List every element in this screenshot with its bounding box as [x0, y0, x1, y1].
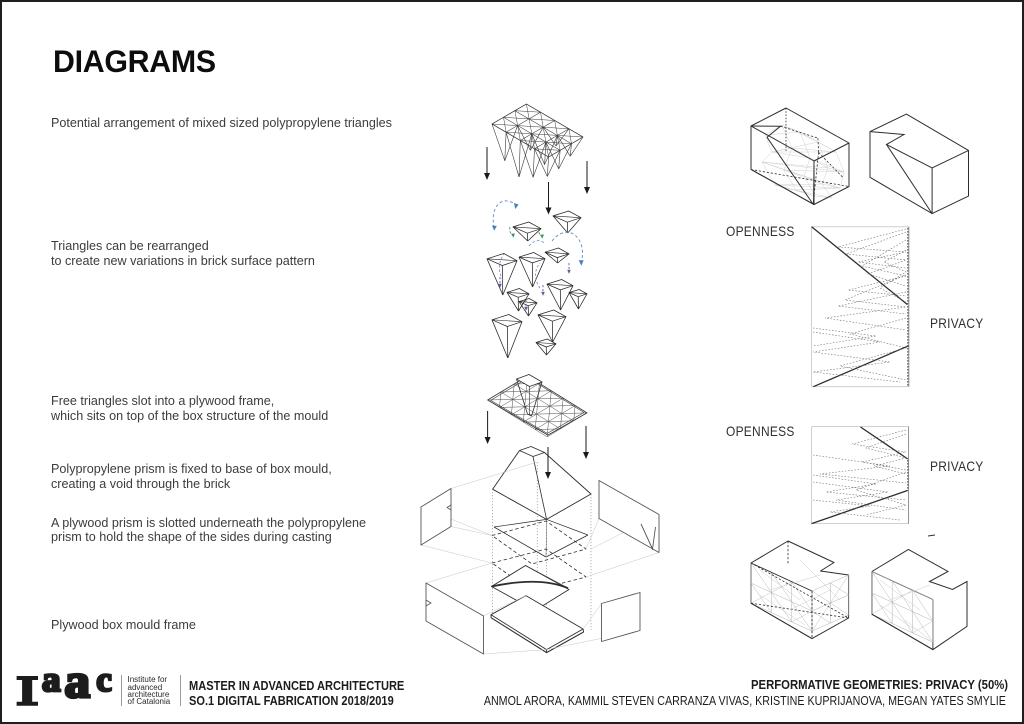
- svg-text:a: a: [42, 660, 61, 699]
- svg-text:c: c: [96, 660, 112, 699]
- svg-text:a: a: [65, 655, 91, 708]
